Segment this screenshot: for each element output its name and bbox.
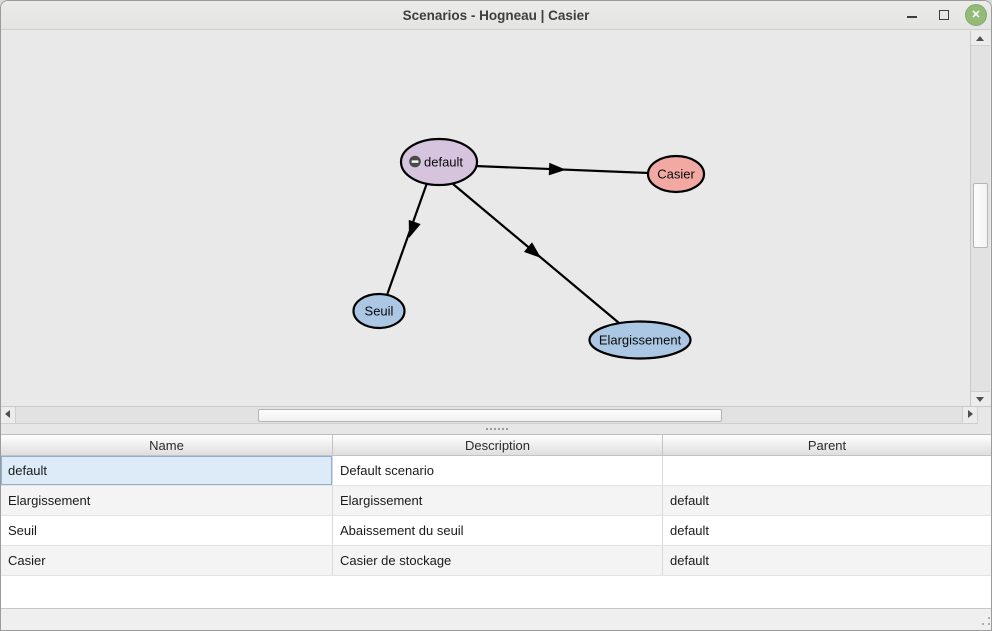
scenario-table: Name Description Parent default Default … xyxy=(1,434,991,608)
arrow-up-icon xyxy=(976,36,984,41)
table-row-casier: Casier Casier de stockage default xyxy=(1,546,991,576)
arrow-right-icon xyxy=(968,410,973,418)
table-row-seuil: Seuil Abaissement du seuil default xyxy=(1,516,991,546)
column-header-parent[interactable]: Parent xyxy=(807,438,847,453)
window-title: Scenarios - Hogneau | Casier xyxy=(402,8,590,23)
cell-elargissement-name[interactable]: Elargissement xyxy=(1,486,333,515)
cell-seuil-description[interactable]: Abaissement du seuil xyxy=(333,516,663,545)
scenario-graph: default Casier Seuil Elargissement xyxy=(352,137,706,360)
cell-seuil-name[interactable]: Seuil xyxy=(1,516,333,545)
resize-grip-icon[interactable] xyxy=(982,623,984,625)
graph-node-casier[interactable]: Casier xyxy=(646,154,706,194)
edge-default-seuil xyxy=(385,182,429,296)
vertical-scroll-thumb[interactable] xyxy=(973,183,988,248)
scroll-right-button[interactable] xyxy=(962,407,977,423)
cell-default-description[interactable]: Default scenario xyxy=(333,456,663,485)
arrowhead-icon xyxy=(548,162,566,176)
cell-default-name[interactable]: default xyxy=(1,456,333,485)
arrow-left-icon xyxy=(5,410,10,418)
panel-splitter[interactable] xyxy=(1,424,991,434)
scroll-up-button[interactable] xyxy=(971,31,990,46)
graph-horizontal-scrollbar[interactable] xyxy=(1,406,977,424)
arrowhead-icon xyxy=(408,219,421,238)
minimize-button[interactable] xyxy=(903,7,921,25)
arrow-down-icon xyxy=(976,397,984,402)
column-header-description[interactable]: Description xyxy=(333,435,663,456)
horizontal-scroll-thumb[interactable] xyxy=(258,409,722,422)
splitter-handle-icon[interactable] xyxy=(486,428,488,430)
node-label-default: default xyxy=(424,155,463,170)
close-button[interactable]: ✕ xyxy=(965,4,987,26)
cell-elargissement-description[interactable]: Elargissement xyxy=(333,486,663,515)
title-bar[interactable]: Scenarios - Hogneau | Casier ✕ xyxy=(1,1,991,30)
status-bar xyxy=(1,608,991,630)
close-icon: ✕ xyxy=(971,9,981,21)
cell-default-parent[interactable] xyxy=(663,456,991,485)
cell-casier-description[interactable]: Casier de stockage xyxy=(333,546,663,575)
table-row-elargissement: Elargissement Elargissement default xyxy=(1,486,991,516)
column-header-name[interactable]: Name xyxy=(1,435,333,456)
node-label-casier: Casier xyxy=(657,167,695,182)
cell-casier-parent[interactable]: default xyxy=(670,553,710,568)
graph-node-default[interactable]: default xyxy=(399,137,479,187)
table-header-row: Name Description Parent xyxy=(1,434,991,456)
scroll-left-button[interactable] xyxy=(1,407,16,423)
graph-node-elargissement[interactable]: Elargissement xyxy=(588,320,692,360)
scroll-down-button[interactable] xyxy=(971,391,990,406)
arrowhead-icon xyxy=(523,242,541,258)
maximize-icon xyxy=(939,10,949,20)
graph-edges xyxy=(385,162,650,324)
collapse-minus-bar xyxy=(411,160,419,163)
cell-elargissement-parent[interactable]: default xyxy=(670,493,710,508)
node-label-seuil: Seuil xyxy=(365,304,394,319)
node-label-elargissement: Elargissement xyxy=(599,333,682,348)
graph-vertical-scrollbar[interactable] xyxy=(970,31,990,406)
maximize-button[interactable] xyxy=(935,6,953,24)
scrollbar-corner xyxy=(977,406,991,424)
graph-node-seuil[interactable]: Seuil xyxy=(352,292,406,330)
cell-seuil-parent[interactable]: default xyxy=(670,523,710,538)
cell-casier-name[interactable]: Casier xyxy=(1,546,333,575)
minimize-icon xyxy=(907,16,917,18)
scenario-graph-canvas[interactable]: default Casier Seuil Elargissement xyxy=(1,31,970,406)
table-row-default: default Default scenario xyxy=(1,456,991,486)
